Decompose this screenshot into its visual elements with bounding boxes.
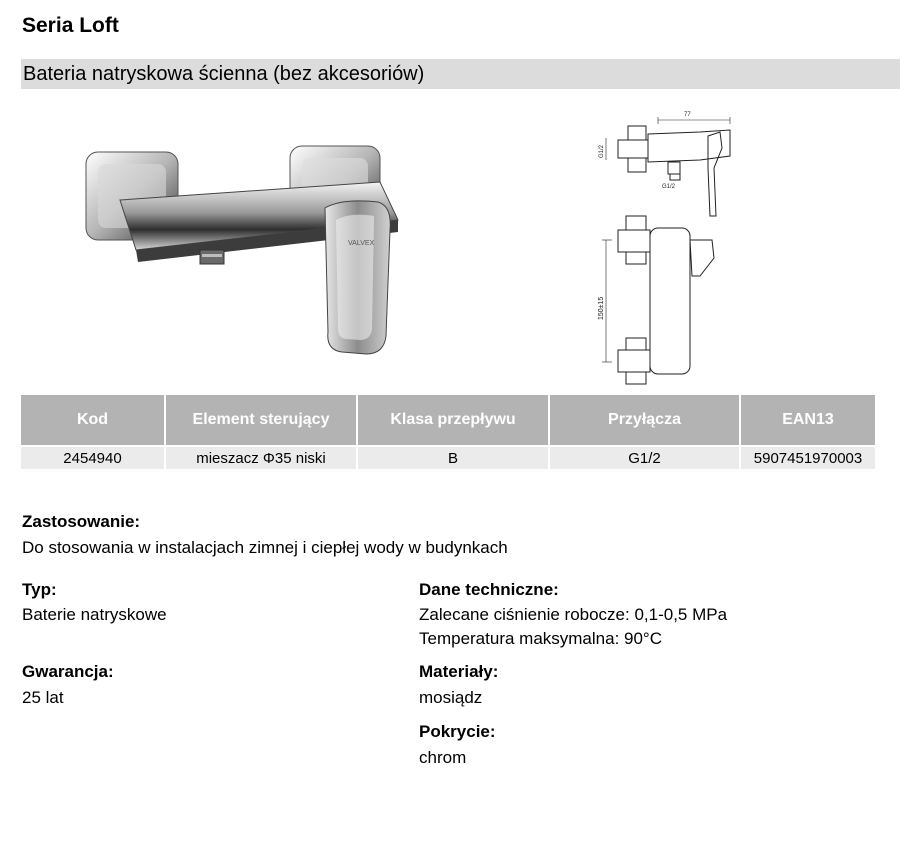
- usage-label: Zastosowanie:: [22, 512, 141, 531]
- tech-pressure: Zalecane ciśnienie robocze: 0,1-0,5 MPa: [419, 605, 728, 624]
- tech-label: Dane techniczne:: [419, 580, 559, 599]
- spec-table-header-row: Kod Element sterujący Klasa przepływu Pr…: [21, 395, 875, 446]
- coating-label: Pokrycie:: [419, 722, 496, 741]
- cell-klasa: B: [357, 445, 550, 469]
- header-klasa: Klasa przepływu: [357, 395, 550, 446]
- header-element: Element sterujący: [165, 395, 358, 446]
- spec-table: Kod Element sterujący Klasa przepływu Pr…: [21, 395, 875, 469]
- dim-g12-bottom-label: G1/2: [662, 184, 676, 190]
- header-przylacza: Przyłącza: [549, 395, 741, 446]
- dim-g12-left-label: G1/2: [599, 144, 605, 158]
- technical-drawing: 77 G1/2 G1/2 150±15: [598, 112, 731, 385]
- usage-value: Do stosowania w instalacjach zimnej i ci…: [22, 538, 508, 557]
- cell-element: mieszacz Φ35 niski: [165, 445, 358, 469]
- coating-value: chrom: [419, 748, 467, 767]
- warranty-label: Gwarancja:: [22, 662, 114, 681]
- warranty-value: 25 lat: [22, 688, 64, 707]
- product-title-bar: Bateria natryskowa ścienna (bez akcesori…: [21, 59, 900, 89]
- cell-ean13: 5907451970003: [740, 445, 875, 469]
- cell-kod: 2454940: [21, 445, 166, 469]
- material-label: Materiały:: [419, 662, 499, 681]
- cell-przylacza: G1/2: [549, 445, 741, 469]
- table-row: 2454940 mieszacz Φ35 niski B G1/2 590745…: [21, 445, 875, 469]
- product-title: Bateria natryskowa ścienna (bez akcesori…: [23, 63, 425, 85]
- header-ean13: EAN13: [740, 395, 875, 446]
- svg-text:VALVEX: VALVEX: [348, 240, 375, 247]
- type-value: Baterie natryskowe: [22, 605, 167, 624]
- dim-77-label: 77: [684, 112, 691, 118]
- series-title: Seria Loft: [22, 14, 119, 37]
- material-value: mosiądz: [419, 688, 483, 707]
- header-kod: Kod: [21, 395, 166, 446]
- tech-temperature: Temperatura maksymalna: 90°C: [419, 629, 663, 648]
- type-label: Typ:: [22, 580, 57, 599]
- faucet-product-image: VALVEX: [85, 145, 399, 355]
- dim-spacing-label: 150±15: [598, 297, 605, 320]
